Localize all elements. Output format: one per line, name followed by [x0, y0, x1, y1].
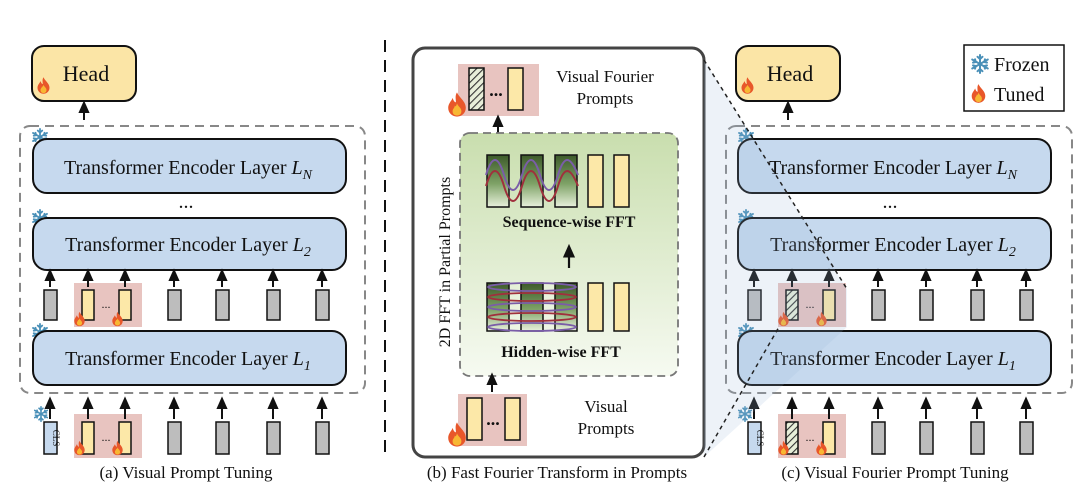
input-tokens: CLS ... [737, 396, 1034, 458]
fourier-prompt-token [468, 67, 485, 111]
encoder-layer-n-label: Transformer Encoder Layer [64, 157, 292, 179]
encoder-layer-1-label: Transformer Encoder Layer [65, 348, 293, 370]
svg-text:...: ... [806, 297, 815, 311]
sine-wave-purple [485, 159, 579, 191]
frozen-snowflake-icon [33, 406, 49, 422]
panel-a: Head Transformer Encoder Layer LN ... Tr… [19, 45, 366, 482]
prompt-token [504, 397, 521, 441]
legend-frozen: Frozen [994, 54, 1050, 76]
cls-token [747, 421, 762, 455]
partial-prompts-side-label: 2D FFT in Partial Prompts [437, 177, 454, 347]
caption-a: (a) Visual Prompt Tuning [100, 463, 273, 482]
svg-text:Transformer Encoder Layer LN: Transformer Encoder Layer LN [64, 157, 313, 183]
visual-prompts-line2: Prompts [578, 419, 635, 438]
zoom-indicator [703, 59, 848, 458]
layer-ellipsis: ... [179, 191, 194, 213]
svg-text:...: ... [486, 409, 500, 429]
svg-text:...: ... [102, 430, 111, 444]
encoder-layer-2-label: Transformer Encoder Layer [65, 234, 293, 256]
svg-text:Transformer Encoder Layer L2: Transformer Encoder Layer L2 [770, 234, 1016, 260]
svg-text:Transformer Encoder Layer L1: Transformer Encoder Layer L1 [65, 348, 311, 374]
legend-tuned: Tuned [994, 84, 1044, 106]
backbone-container [19, 125, 366, 394]
encoder-layer-2 [32, 217, 347, 271]
prompt-token [507, 67, 524, 111]
helix-waves [487, 282, 577, 332]
encoder-layer-n [737, 138, 1052, 194]
caption-c: (c) Visual Fourier Prompt Tuning [781, 463, 1009, 482]
cls-token [43, 421, 58, 455]
backbone-container [725, 125, 1073, 394]
hidden-fft-label: Hidden-wise FFT [501, 344, 621, 361]
visual-prompts-line1: Visual [584, 397, 628, 416]
intermediate-tokens: ... [747, 268, 1034, 327]
svg-text:...: ... [489, 80, 503, 100]
visual-fourier-prompts-line2: Prompts [577, 89, 634, 108]
panel-c: Head Frozen Tuned Transformer Encoder La… [725, 44, 1073, 482]
intermediate-tokens: ... [43, 268, 330, 327]
head-label: Head [767, 61, 813, 86]
hidden-fft-tokens [486, 282, 630, 332]
svg-text:Transformer Encoder Layer LN: Transformer Encoder Layer LN [769, 157, 1018, 183]
input-tokens: CLS ... [33, 396, 330, 458]
sine-wave-red [485, 170, 579, 202]
encoder-layer-1 [32, 330, 347, 386]
svg-text:...: ... [102, 297, 111, 311]
encoder-layer-1 [737, 330, 1052, 386]
encoder-layer-1-label: Transformer Encoder Layer [770, 348, 998, 370]
cls-label: CLS [51, 430, 61, 447]
sequence-fft-label: Sequence-wise FFT [503, 214, 636, 231]
svg-text:Transformer Encoder Layer L2: Transformer Encoder Layer L2 [65, 234, 311, 260]
visual-fourier-prompts-line1: Visual Fourier [556, 67, 654, 86]
cls-label: CLS [755, 430, 765, 447]
svg-text:Transformer Encoder Layer L1: Transformer Encoder Layer L1 [770, 348, 1016, 374]
prompt-token [466, 397, 483, 441]
caption-b: (b) Fast Fourier Transform in Prompts [427, 463, 687, 482]
svg-text:...: ... [806, 430, 815, 444]
panel-b: ... Visual Fourier Prompts 2D FFT in Par… [411, 46, 706, 482]
sequence-fft-tokens [485, 154, 630, 208]
head-label: Head [63, 61, 109, 86]
encoder-layer-n-label: Transformer Encoder Layer [769, 157, 997, 179]
encoder-layer-2 [737, 217, 1052, 271]
encoder-layer-2-label: Transformer Encoder Layer [770, 234, 998, 256]
encoder-layer-n [32, 138, 347, 194]
layer-ellipsis: ... [883, 191, 898, 213]
